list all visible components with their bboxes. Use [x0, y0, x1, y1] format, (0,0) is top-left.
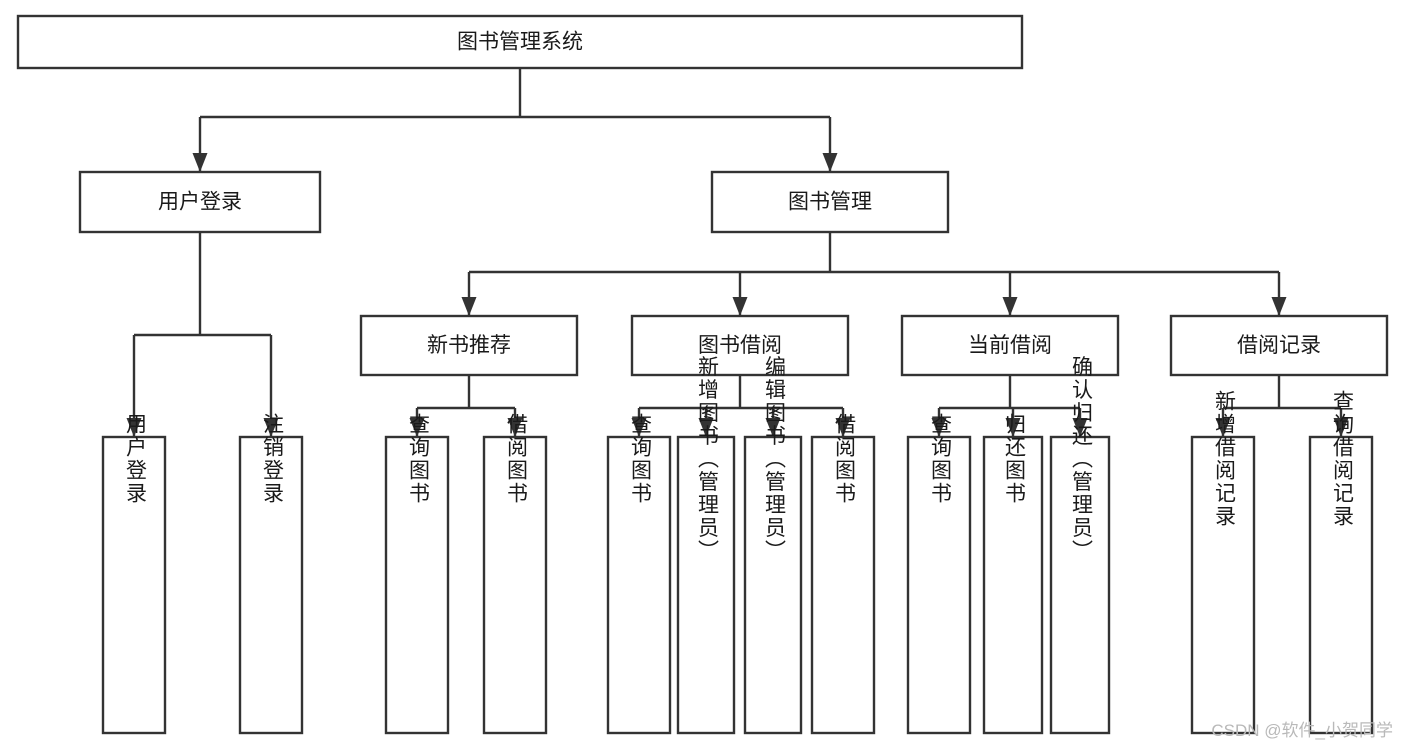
node-box	[16, 14, 1024, 70]
connector-arrowhead	[1072, 418, 1088, 437]
node-box	[384, 435, 450, 735]
node-label: 查询图书	[928, 413, 952, 505]
node-leaf-current-query-book[interactable]: 查询图书	[906, 413, 972, 735]
node-book-manage[interactable]: 图书管理	[710, 170, 950, 234]
node-book-borrow[interactable]: 图书借阅	[630, 314, 850, 377]
connector-arrowhead	[192, 153, 208, 172]
node-box	[630, 314, 850, 377]
node-label: 用户登录	[123, 413, 147, 505]
node-box	[1308, 435, 1374, 735]
node-label: 查询图书	[628, 413, 652, 505]
node-leaf-borrow-add-book[interactable]: 新增图书（管理员）	[676, 356, 736, 735]
node-leaf-current-confirm-return[interactable]: 确认归还（管理员）	[1049, 356, 1111, 735]
node-box	[982, 435, 1044, 735]
node-label: 图书借阅	[698, 334, 782, 357]
connector-arrowhead	[732, 297, 748, 316]
connector-arrowhead	[822, 153, 838, 172]
csdn-watermark: CSDN @软件_小贺同学	[1211, 721, 1393, 740]
node-label: 归还图书	[1002, 413, 1026, 505]
node-leaf-rec-query-book[interactable]: 查询图书	[384, 413, 450, 735]
node-box	[710, 170, 950, 234]
node-leaf-user-logout[interactable]: 注销登录	[238, 413, 304, 735]
connector-arrowhead	[698, 418, 714, 437]
node-current-borrow[interactable]: 当前借阅	[900, 314, 1120, 377]
connector-arrowhead	[835, 418, 851, 437]
node-box	[606, 435, 672, 735]
node-label: 借阅图书	[504, 413, 528, 505]
node-label: 查询图书	[406, 413, 430, 505]
node-box	[1049, 435, 1111, 735]
connector-arrowhead	[461, 297, 477, 316]
node-box	[1190, 435, 1256, 735]
node-box	[906, 435, 972, 735]
node-box	[238, 435, 304, 735]
connector-arrowhead	[409, 418, 425, 437]
connector-arrowhead	[931, 418, 947, 437]
node-label: 借阅记录	[1237, 334, 1321, 357]
node-label: 注销登录	[260, 413, 284, 505]
connector-arrowhead	[507, 418, 523, 437]
connector-arrowhead	[1005, 418, 1021, 437]
node-box	[900, 314, 1120, 377]
connector-layer	[126, 68, 1349, 437]
node-leaf-borrow-query-book[interactable]: 查询图书	[606, 413, 672, 735]
connector-arrowhead	[263, 418, 279, 437]
node-leaf-borrow-edit-book[interactable]: 编辑图书（管理员）	[743, 356, 803, 735]
node-box	[743, 435, 803, 735]
node-layer: 图书管理系统用户登录图书管理新书推荐图书借阅当前借阅借阅记录用户登录注销登录查询…	[16, 14, 1389, 735]
node-box	[359, 314, 579, 377]
node-label: 借阅图书	[832, 413, 856, 505]
node-label: 编辑图书（管理员）	[762, 356, 786, 563]
node-leaf-current-return-book[interactable]: 归还图书	[982, 413, 1044, 735]
node-leaf-rec-borrow-book[interactable]: 借阅图书	[482, 413, 548, 735]
connector-arrowhead	[1271, 297, 1287, 316]
connector-arrowhead	[1333, 418, 1349, 437]
node-box	[482, 435, 548, 735]
node-box	[676, 435, 736, 735]
node-borrow-record[interactable]: 借阅记录	[1169, 314, 1389, 377]
node-leaf-user-login[interactable]: 用户登录	[101, 413, 167, 735]
node-label: 图书管理系统	[457, 31, 583, 54]
node-label: 查询借阅记录	[1330, 390, 1354, 528]
node-label: 确认归还（管理员）	[1069, 356, 1093, 563]
node-label: 图书管理	[788, 191, 872, 214]
node-leaf-borrow-lend-book[interactable]: 借阅图书	[810, 413, 876, 735]
node-user-login[interactable]: 用户登录	[78, 170, 322, 234]
node-label: 新书推荐	[427, 334, 511, 357]
node-box	[1169, 314, 1389, 377]
connector-arrowhead	[631, 418, 647, 437]
node-leaf-record-query[interactable]: 查询借阅记录	[1308, 390, 1374, 735]
connector-arrowhead	[126, 418, 142, 437]
node-label: 当前借阅	[968, 334, 1052, 357]
node-label: 新增图书（管理员）	[695, 356, 719, 563]
node-label: 新增借阅记录	[1212, 390, 1236, 528]
connector-arrowhead	[765, 418, 781, 437]
connector-arrowhead	[1215, 418, 1231, 437]
connector-arrowhead	[1002, 297, 1018, 316]
node-label: 用户登录	[158, 191, 242, 214]
node-new-book-rec[interactable]: 新书推荐	[359, 314, 579, 377]
node-box	[78, 170, 322, 234]
node-leaf-record-add[interactable]: 新增借阅记录	[1190, 390, 1256, 735]
node-root[interactable]: 图书管理系统	[16, 14, 1024, 70]
node-box	[101, 435, 167, 735]
node-box	[810, 435, 876, 735]
